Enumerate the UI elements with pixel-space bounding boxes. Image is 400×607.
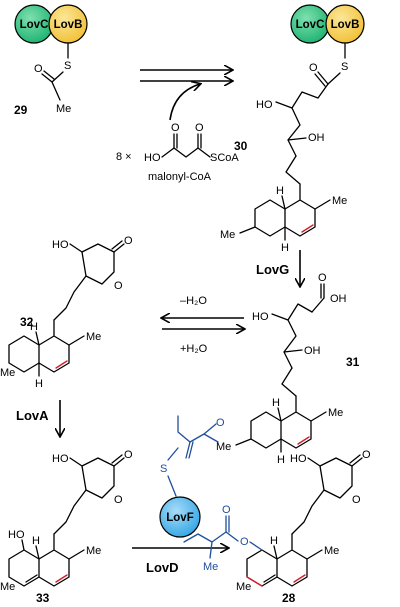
atom-o: O bbox=[318, 272, 327, 284]
enzyme-lova: LovA bbox=[16, 408, 49, 423]
compound-30-label: 30 bbox=[234, 139, 248, 153]
atom-o-carbonyl: O bbox=[222, 504, 231, 516]
atom-h: H bbox=[32, 535, 40, 547]
compound-33-structure: HO O O bbox=[52, 449, 133, 535]
atom-me: Me bbox=[56, 103, 71, 115]
atom-me-ester: Me bbox=[203, 561, 218, 573]
compound-29-structure: S O Me bbox=[34, 42, 71, 115]
atom-o-carbonyl: O bbox=[124, 235, 133, 247]
atom-me-left: Me bbox=[0, 367, 15, 379]
atom-h-bottom: H bbox=[277, 454, 285, 466]
atom-me-left: Me bbox=[236, 581, 251, 593]
protein-pair-30: LovC LovB bbox=[290, 4, 365, 44]
atom-o: O bbox=[309, 62, 318, 74]
protein-pair-29: LovC LovB bbox=[14, 4, 88, 44]
plus-water-label: +H₂O bbox=[180, 343, 208, 355]
compound-31-structure: O OH HO OH bbox=[252, 272, 347, 397]
atom-ho: HO bbox=[52, 453, 69, 465]
atom-h-top: H bbox=[272, 397, 280, 409]
compound-32-structure: HO O O bbox=[52, 235, 133, 321]
malonyl-multiplier: 8 × bbox=[116, 151, 132, 163]
atom-h-top: H bbox=[276, 185, 284, 197]
decalin-32: Me H H Me bbox=[0, 319, 101, 390]
atom-o-left: O bbox=[171, 122, 180, 134]
atom-ho-upper: HO bbox=[256, 99, 273, 111]
lovf-protein: LovF bbox=[159, 496, 201, 538]
equilibrium-arrows bbox=[162, 318, 244, 329]
atom-me-left: Me bbox=[216, 441, 231, 453]
malonyl-coa-name: malonyl-CoA bbox=[148, 171, 212, 183]
atom-o-ring: O bbox=[114, 280, 123, 292]
atom-oh-lower: OH bbox=[308, 132, 325, 144]
lovb-label: LovB bbox=[331, 19, 360, 31]
compound-30-structure: S O HO OH bbox=[256, 42, 348, 185]
compound-32-label: 32 bbox=[20, 315, 34, 329]
atom-o: O bbox=[34, 63, 43, 75]
compound-28-structure: HO O O bbox=[290, 449, 371, 535]
atom-h-bottom: H bbox=[281, 242, 289, 254]
atom-me-left: Me bbox=[0, 581, 15, 593]
compound-29-label: 29 bbox=[14, 103, 28, 117]
atom-ho: HO bbox=[290, 453, 307, 465]
decalin-31: Me H H Me bbox=[216, 395, 343, 466]
atom-me: Me bbox=[332, 195, 347, 207]
lovf-side-chain: O S bbox=[160, 415, 225, 497]
lovb-label: LovB bbox=[54, 19, 83, 31]
atom-ho: HO bbox=[144, 152, 161, 164]
atom-o-ring: O bbox=[114, 494, 123, 506]
enzyme-lovd: LovD bbox=[146, 560, 179, 575]
decalin-33: Me HO H Me bbox=[0, 529, 101, 593]
atom-me: Me bbox=[328, 407, 343, 419]
enzyme-lovg: LovG bbox=[256, 262, 289, 277]
atom-s: S bbox=[64, 60, 71, 72]
atom-o-carbonyl: O bbox=[362, 449, 371, 461]
decalin-30: Me H H Me bbox=[220, 183, 347, 254]
atom-me-left: Me bbox=[220, 229, 235, 241]
atom-s: S bbox=[341, 61, 348, 73]
atom-ho: HO bbox=[52, 239, 69, 251]
malonyl-coa-structure: HO O O SCoA bbox=[144, 122, 239, 164]
atom-me: Me bbox=[324, 545, 339, 557]
atom-o-right: O bbox=[195, 122, 204, 134]
lovc-label: LovC bbox=[20, 19, 49, 31]
atom-o: O bbox=[216, 417, 225, 429]
atom-ho-ring: HO bbox=[8, 529, 25, 541]
atom-h: H bbox=[270, 535, 278, 547]
atom-me: Me bbox=[86, 545, 101, 557]
atom-h-top: H bbox=[30, 321, 38, 333]
arrow-29-to-30 bbox=[140, 70, 232, 121]
compound-33-label: 33 bbox=[36, 591, 50, 605]
lovf-circle bbox=[159, 496, 201, 538]
atom-o-ester: O bbox=[240, 536, 249, 548]
atom-scoa: SCoA bbox=[210, 152, 239, 164]
compound-28-label: 28 bbox=[282, 591, 296, 605]
atom-oh-lower: OH bbox=[304, 345, 321, 357]
minus-water-label: –H₂O bbox=[180, 295, 207, 307]
atom-o-ring: O bbox=[352, 494, 361, 506]
lovc-label: LovC bbox=[296, 19, 325, 31]
compound-31-label: 31 bbox=[346, 355, 360, 369]
ester-side-chain-28: O O Me bbox=[183, 504, 263, 573]
atom-s: S bbox=[160, 463, 167, 475]
atom-oh-acid: OH bbox=[330, 293, 347, 305]
lovf-label: LovF bbox=[166, 512, 193, 524]
atom-h-bottom: H bbox=[35, 378, 43, 390]
atom-o-carbonyl: O bbox=[124, 449, 133, 461]
atom-me: Me bbox=[86, 331, 101, 343]
atom-ho-upper: HO bbox=[252, 311, 269, 323]
decalin-28: Me H Me bbox=[236, 533, 339, 593]
